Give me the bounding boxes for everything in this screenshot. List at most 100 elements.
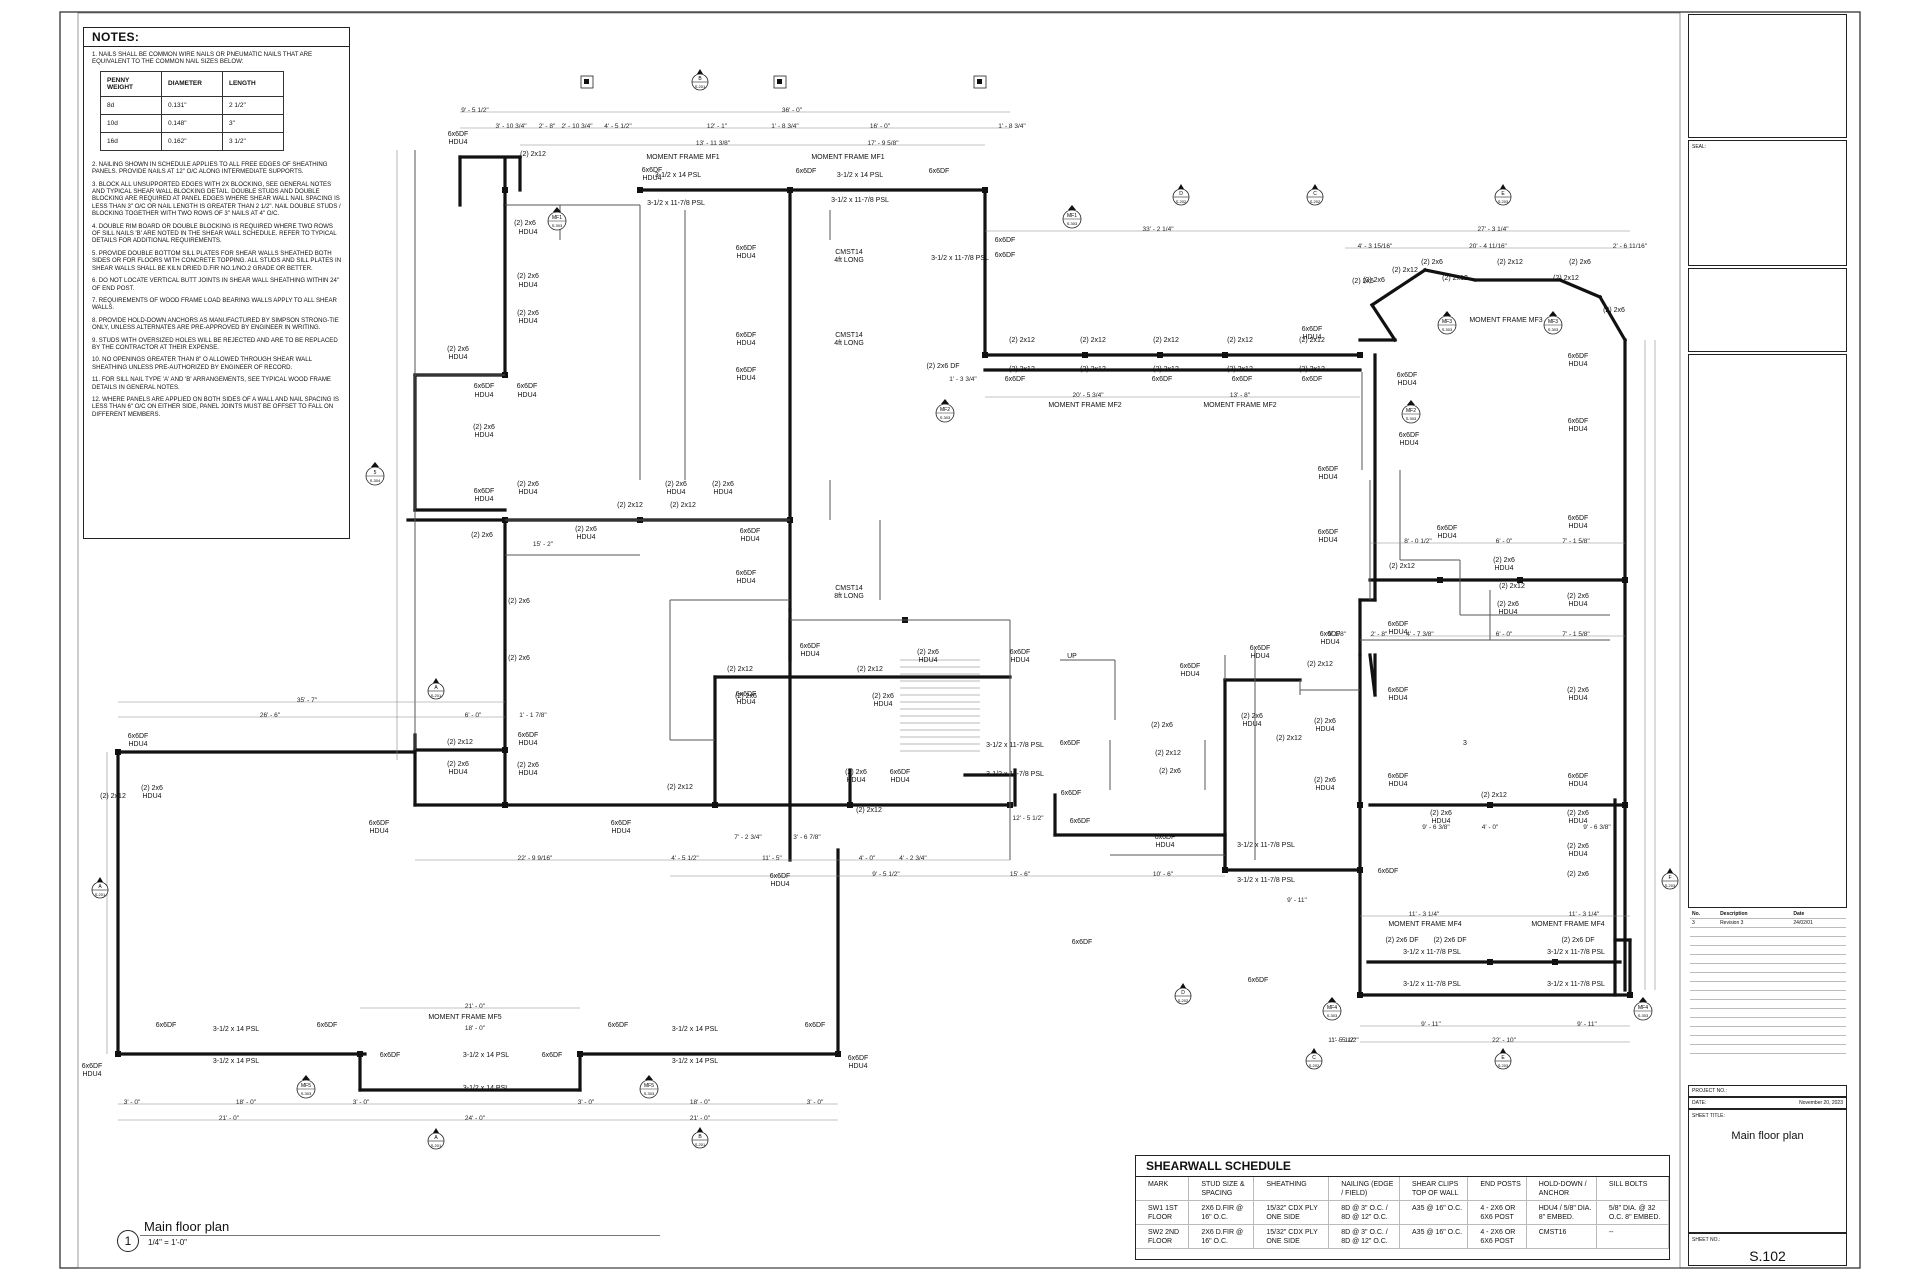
member-label: (2) 2x6 [1159,768,1181,775]
table-cell: 16d [100,131,162,151]
nail-table-header: PENNY WEIGHT [100,70,162,97]
member-label: (2) 2x6 [1567,843,1589,850]
member-label: (2) 2x12 [1009,337,1035,344]
member-label: 6x6DF [1568,773,1589,780]
section-letter: A [434,1135,438,1141]
member-label: 3-1/2 x 11-7/8 PSL [986,771,1044,778]
member-label: (2) 2x6 [735,693,757,700]
dimension-text: 2' - 6 11/16" [1613,243,1648,250]
date-value: November 20, 2023 [1799,1100,1843,1106]
member-label: HDU4 [1388,629,1407,636]
member-label: 6x6DF [770,873,791,880]
dimension-text: 36' - 0" [782,107,803,114]
member-label: HDU4 [1388,781,1407,788]
member-label: (2) 2x12 [1553,275,1579,282]
detail-arrow-icon [371,462,379,467]
post [787,187,793,193]
member-label: 6x6DF [608,1022,629,1029]
detail-sheet-ref: S.303 [301,1091,312,1096]
post [835,1051,841,1057]
dimension-text: 4' - 3 15/16" [1358,243,1393,250]
dimension-text: 16' - 0" [870,123,891,130]
member-label: 3-1/2 x 14 PSL [672,1058,718,1065]
table-cell: 3 1/2" [222,131,284,151]
table-cell: 2 1/2" [222,95,284,115]
dimension-text: 7' - 1 5/8" [1562,538,1590,545]
detail-id: MF2 [940,407,950,413]
post [1437,577,1443,583]
member-label: (2) 2x6 [1352,278,1374,285]
member-label: MOMENT FRAME MF4 [1531,921,1604,928]
table-cell: 2x6 D.FIR @ 16" o.c. [1188,1200,1255,1225]
member-label: HDU4 [1568,818,1587,825]
table-cell: SW1 1ST FLOOR [1136,1200,1190,1225]
member-label: MOMENT FRAME MF2 [1048,402,1121,409]
member-label: HDU4 [517,392,536,399]
member-label: (2) 2x6 DF [1385,937,1418,944]
plan-note-text: 3 [1463,740,1467,747]
member-label: 6x6DF [1155,834,1176,841]
member-label: HDU4 [1498,609,1517,616]
dimension-text: 3' - 0" [578,1099,595,1106]
table-cell: 15/32" CDX PLY ONE SIDE [1253,1200,1330,1225]
member-label: HDU4 [1180,671,1199,678]
member-label: 6x6DF [1072,939,1093,946]
structural-wall [1423,268,1477,282]
dimension-text: 4' - 7 3/8" [1406,631,1434,638]
member-label: 6x6DF [317,1022,338,1029]
section-letter: D [1179,191,1183,197]
member-label: 6x6DF [890,769,911,776]
member-label: (2) 2x12 [1497,259,1523,266]
member-label: (2) 2x6 [1363,277,1385,284]
table-row: SW2 2ND FLOOR 2x6 D.FIR @ 16" o.c. 15/32… [1136,1224,1670,1249]
section-arrow-icon [1178,184,1184,189]
grid-ref-box-fill [777,79,782,84]
detail-id: MF1 [1067,213,1077,219]
structural-wall [1368,653,1377,697]
dimension-text: 11' - 5" [762,855,782,862]
member-label: (2) 2x12 [1155,750,1181,757]
detail-sheet-ref: S.303 [1638,1013,1649,1018]
table-cell: 15/32" CDX PLY ONE SIDE [1253,1224,1330,1249]
member-label: HDU4 [1568,426,1587,433]
member-label: (2) 2x6 [712,481,734,488]
member-label: HDU4 [1399,440,1418,447]
member-label: 3-1/2 x 11-7/8 PSL [1547,949,1605,956]
member-label: HDU4 [770,881,789,888]
dimension-text: 10' - 6" [1153,871,1174,878]
table-cell: 4 - 2x6 OR 6x6 POST [1467,1200,1527,1225]
member-label: (2) 2x6 [575,526,597,533]
member-label: HDU4 [1437,533,1456,540]
detail-arrow-icon [553,207,561,212]
member-label: 6x6DF [1568,515,1589,522]
dimension-text: 11' - 3 1/4" [1409,911,1440,918]
section-marker: BS.201 [691,1127,709,1149]
post [847,802,853,808]
member-label: (2) 2x6 [1567,810,1589,817]
dimension-text-layer: 36' - 0"9' - 5 1/2"3' - 10 3/4"2' - 8"2'… [124,107,1648,1122]
member-label: (2) 2x12 [1080,337,1106,344]
post [1222,867,1228,873]
member-label: (2) 2x6 [517,481,539,488]
detail-sheet-ref: S.303 [1406,416,1417,421]
member-label: (2) 2x6 [1569,259,1591,266]
section-letter: A [98,884,102,890]
drawing-title: Main floor plan [144,1219,230,1234]
member-label: 6x6DF [736,245,757,252]
sheet-title-box: SHEET TITLE: Main floor plan [1688,1109,1847,1233]
member-label: 6x6DF [448,131,469,138]
dimension-text: 2' - 8" [1371,631,1388,638]
section-sheet-ref: S.202 [1310,199,1321,204]
member-label: 3-1/2 x 11-7/8 PSL [1237,877,1295,884]
schedule-header: END POSTS [1467,1177,1527,1201]
member-label: HDU4 [1494,565,1513,572]
member-label: HDU4 [736,578,755,585]
post [502,747,508,753]
post [115,1051,121,1057]
section-arrow-icon [1667,868,1673,873]
member-label: 6x6DF [736,367,757,374]
structural-wall [1557,277,1603,300]
dimension-text: 24' - 0" [465,1115,486,1122]
